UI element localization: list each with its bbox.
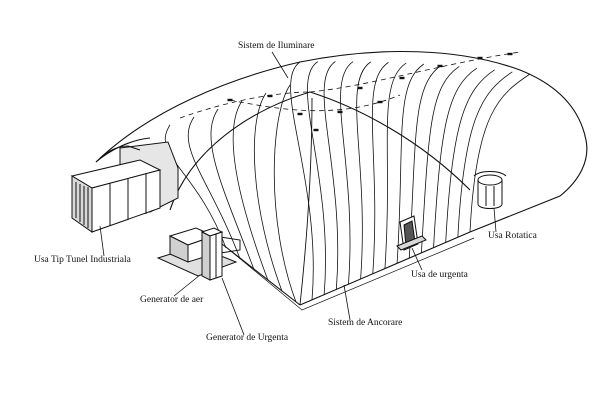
- dome-rib: [445, 69, 495, 243]
- dome-rib: [340, 61, 354, 285]
- anchoring-system-label: Sistem de Ancorare: [328, 318, 403, 328]
- emergency-door-label: Usa de urgenta: [411, 270, 468, 280]
- revolving-door-label: Usa Rotatica: [488, 231, 537, 241]
- dome-rib: [273, 84, 297, 303]
- light-fixture: [357, 86, 363, 90]
- dome-rib: [384, 62, 407, 269]
- emergency-door-unit: [396, 215, 427, 251]
- tunnel-door: [70, 141, 179, 233]
- revolving-door-unit: [473, 171, 507, 209]
- lighting-system-label: Sistem de Iluminare: [238, 41, 315, 51]
- dome-rib: [433, 67, 478, 248]
- leader-lines: [99, 51, 497, 336]
- air-generator-unit: [156, 227, 241, 277]
- dome-rib: [420, 66, 460, 253]
- dome-rib: [210, 108, 255, 270]
- light-fixture: [227, 98, 233, 102]
- dome-rib: [232, 100, 269, 281]
- light-fixture: [377, 100, 383, 104]
- light-fixtures: [227, 52, 513, 132]
- dome-rib: [356, 61, 371, 280]
- light-fixture: [399, 76, 405, 80]
- light-fixture: [267, 94, 273, 98]
- lighting-line: [179, 51, 521, 119]
- light-fixture: [297, 112, 303, 116]
- dome-rib: [187, 116, 241, 259]
- light-fixture: [313, 128, 319, 132]
- dome-outline: [95, 50, 588, 311]
- light-fixture: [507, 52, 513, 56]
- dome-rib: [323, 61, 339, 290]
- dome-rib: [253, 92, 283, 292]
- dome-ribs: [164, 61, 531, 303]
- dome-rib: [290, 61, 314, 301]
- tunnel-door-label: Usa Tip Tunel Industriala: [34, 255, 131, 265]
- emergency-generator-unit: [200, 227, 224, 281]
- front-center-rib: [299, 97, 313, 306]
- dome-rib: [396, 63, 425, 264]
- light-fixture: [437, 64, 443, 68]
- dome-rib: [371, 62, 389, 274]
- dome-rib: [469, 73, 531, 233]
- light-fixture: [477, 56, 483, 60]
- dome-rib: [164, 124, 227, 249]
- air-generator-label: Generator de aer: [140, 295, 204, 305]
- dome-rib: [457, 71, 513, 238]
- emergency-generator-label: Generator de Urgenta: [206, 333, 289, 343]
- light-fixture: [337, 110, 343, 114]
- dome-rib: [307, 61, 326, 295]
